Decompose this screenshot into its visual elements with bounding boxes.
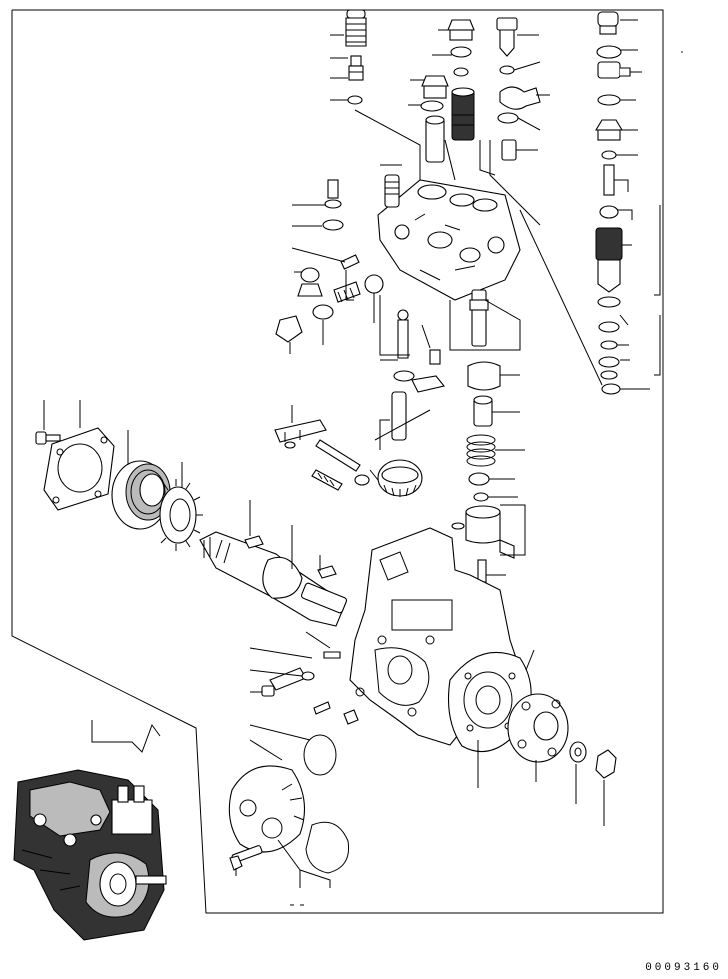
washer-and-nut xyxy=(569,741,617,779)
delivery-valve-stack xyxy=(345,9,367,105)
drive-gear-right xyxy=(377,459,423,497)
leaders-head-left xyxy=(289,164,441,354)
leaders-plunger xyxy=(486,374,526,576)
leaders-lever xyxy=(291,295,431,481)
leaders-centre-right xyxy=(489,34,550,226)
drawing-number: 00093160 xyxy=(645,962,722,974)
bearing xyxy=(111,460,171,530)
diagram-frame xyxy=(11,9,664,914)
leaders-housing xyxy=(477,649,605,826)
flange-bolt xyxy=(35,431,61,445)
centre-top-parts xyxy=(420,19,475,163)
head-side-fittings xyxy=(275,174,400,343)
leaders-drive xyxy=(43,400,331,649)
plunger-parts xyxy=(449,289,521,583)
leaders-right-column xyxy=(519,19,661,390)
governor-cover-parts xyxy=(228,651,359,874)
pump-head-block xyxy=(377,179,521,301)
control-lever-parts xyxy=(274,309,445,491)
leaders-governor xyxy=(235,647,331,906)
camshaft xyxy=(199,531,348,627)
leaders-upper-left xyxy=(330,34,421,195)
reference-dot xyxy=(681,51,683,53)
flange-gasket xyxy=(43,427,115,511)
right-column-parts xyxy=(595,11,631,395)
centre-right-fittings xyxy=(496,17,541,161)
assembly-inset xyxy=(13,720,167,941)
coupling-hub xyxy=(507,693,569,763)
drive-gear xyxy=(159,479,203,551)
